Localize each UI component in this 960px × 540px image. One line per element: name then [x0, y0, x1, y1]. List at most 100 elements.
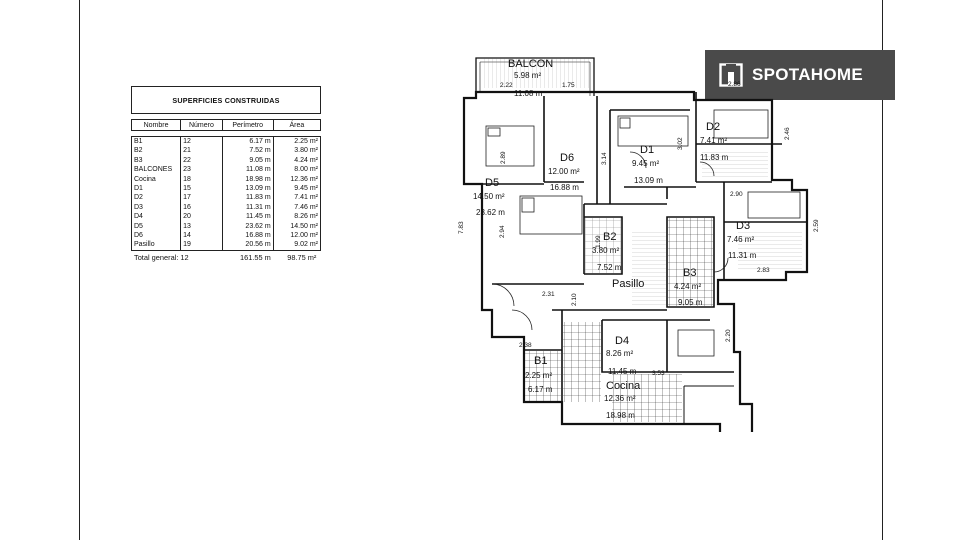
room-area-balcon: 5.98 m²	[514, 71, 541, 80]
dimension-d4-side: 2.20	[725, 329, 732, 342]
room-name-d6: D6	[560, 152, 574, 164]
room-perimeter-d4: 11.45 m	[608, 367, 637, 376]
dimension-d5-height: 2.94	[499, 225, 506, 238]
floor-plan: BALCON 5.98 m² 11.08 m D6 12.00 m² 16.88…	[458, 57, 820, 432]
room-name-d3: D3	[736, 220, 750, 232]
total-perimeter: 161.55 m	[239, 252, 271, 262]
cell-perimetro: 11.83 m	[221, 193, 274, 203]
cell-nombre: BALCONES	[130, 165, 182, 175]
cell-nombre: D2	[130, 193, 182, 203]
cell-nombre: D4	[130, 212, 182, 222]
cell-numero: 19	[180, 240, 223, 251]
cell-nombre: B3	[130, 155, 182, 166]
cell-perimetro: 11.45 m	[221, 212, 274, 222]
area-table: SUPERFICIES CONSTRUIDAS Nombre Número Pe…	[130, 86, 322, 262]
room-perimeter-d2: 11.83 m	[700, 153, 729, 162]
floor-plan-fills	[482, 58, 802, 422]
cell-perimetro: 23.62 m	[221, 221, 274, 232]
dimension-d2-top: 2.86	[728, 81, 741, 88]
spotahome-logo-text: SPOTAHOME	[752, 65, 864, 84]
cell-area: 8.00 m²	[272, 165, 322, 175]
cell-perimetro: 6.17 m	[221, 136, 274, 147]
room-area-d5: 14.50 m²	[473, 192, 505, 201]
cell-numero: 12	[180, 136, 223, 147]
cell-nombre: D1	[130, 184, 182, 194]
room-name-balcon: BALCON	[508, 58, 553, 70]
dimension-d6-height: 2.89	[500, 151, 507, 164]
cell-numero: 14	[180, 231, 223, 241]
room-name-pasillo: Pasillo	[612, 278, 644, 290]
cell-area: 4.24 m²	[272, 155, 322, 166]
cell-nombre: D3	[130, 202, 182, 213]
room-name-b1: B1	[534, 355, 547, 367]
column-header-nombre: Nombre	[130, 119, 182, 131]
dimension-d1-left: 3.14	[601, 152, 608, 165]
cell-area: 3.80 m²	[272, 146, 322, 156]
dimension-pasillo-left: 2.31	[542, 291, 555, 298]
cell-numero: 20	[180, 212, 223, 222]
cell-perimetro: 9.05 m	[221, 155, 274, 166]
floor-plan-walls	[462, 57, 809, 432]
room-area-d4: 8.26 m²	[606, 349, 633, 358]
room-name-d5: D5	[485, 177, 499, 189]
cell-area: 8.26 m²	[272, 212, 322, 222]
cell-nombre: D5	[130, 221, 182, 232]
room-perimeter-balcon: 11.08 m	[514, 89, 543, 98]
room-perimeter-d3: 11.31 m	[728, 251, 757, 260]
cell-nombre: B2	[130, 146, 182, 156]
cell-numero: 18	[180, 174, 223, 185]
cell-numero: 23	[180, 165, 223, 175]
cell-numero: 22	[180, 155, 223, 166]
room-area-d3: 7.46 m²	[727, 235, 754, 244]
room-perimeter-b3: 9.05 m	[678, 298, 703, 307]
room-name-b3: B3	[683, 267, 696, 279]
floor-plan-furniture	[485, 109, 801, 357]
room-area-cocina: 12.36 m²	[604, 394, 636, 403]
room-name-d2: D2	[706, 121, 720, 133]
dimension-d3-bottom: 2.83	[757, 267, 770, 274]
cell-perimetro: 11.08 m	[221, 165, 274, 175]
room-perimeter-d5: 23.62 m	[476, 208, 505, 217]
room-perimeter-cocina: 18.98 m	[606, 411, 635, 420]
room-area-b1: 2.25 m²	[525, 371, 552, 380]
cell-perimetro: 13.09 m	[221, 184, 274, 194]
cell-area: 12.36 m²	[272, 174, 322, 185]
sheet-border-left	[79, 0, 80, 540]
dimension-d2-side: 2.46	[784, 127, 791, 140]
room-name-d4: D4	[615, 335, 629, 347]
floor-plan-dimensions: 2.22 1.75 2.86 2.46 2.89 3.14 3.02 2.90 …	[458, 81, 820, 377]
area-table-header-row: Nombre Número Perímetro Área	[130, 119, 322, 131]
cell-perimetro: 11.31 m	[221, 202, 274, 213]
cell-perimetro: 7.52 m	[221, 146, 274, 156]
cell-area: 7.46 m²	[272, 202, 322, 213]
dimension-d3-top: 2.90	[730, 191, 743, 198]
cell-numero: 16	[180, 202, 223, 213]
room-area-d6: 12.00 m²	[548, 167, 580, 176]
cell-numero: 15	[180, 184, 223, 194]
dimension-b1-top: 2.38	[519, 342, 532, 349]
cell-area: 7.41 m²	[272, 193, 322, 203]
cell-perimetro: 16.88 m	[221, 231, 274, 241]
room-perimeter-b2: 7.52 m	[597, 263, 622, 272]
dimension-b2-height: 1.99	[595, 235, 602, 248]
cell-numero: 13	[180, 221, 223, 232]
room-perimeter-d1: 13.09 m	[634, 176, 663, 185]
room-area-d1: 9.45 m²	[632, 159, 659, 168]
cell-numero: 21	[180, 146, 223, 156]
cell-area: 14.50 m²	[272, 221, 322, 232]
cell-perimetro: 20.56 m	[221, 240, 274, 251]
dimension-d1-right: 3.02	[677, 137, 684, 150]
cell-nombre: D6	[130, 231, 182, 241]
cell-perimetro: 18.98 m	[221, 174, 274, 185]
spotahome-logo-icon	[719, 63, 743, 87]
area-table-title: SUPERFICIES CONSTRUIDAS	[131, 86, 321, 114]
total-area: 98.75 m²	[287, 252, 317, 262]
room-name-d1: D1	[640, 144, 654, 156]
